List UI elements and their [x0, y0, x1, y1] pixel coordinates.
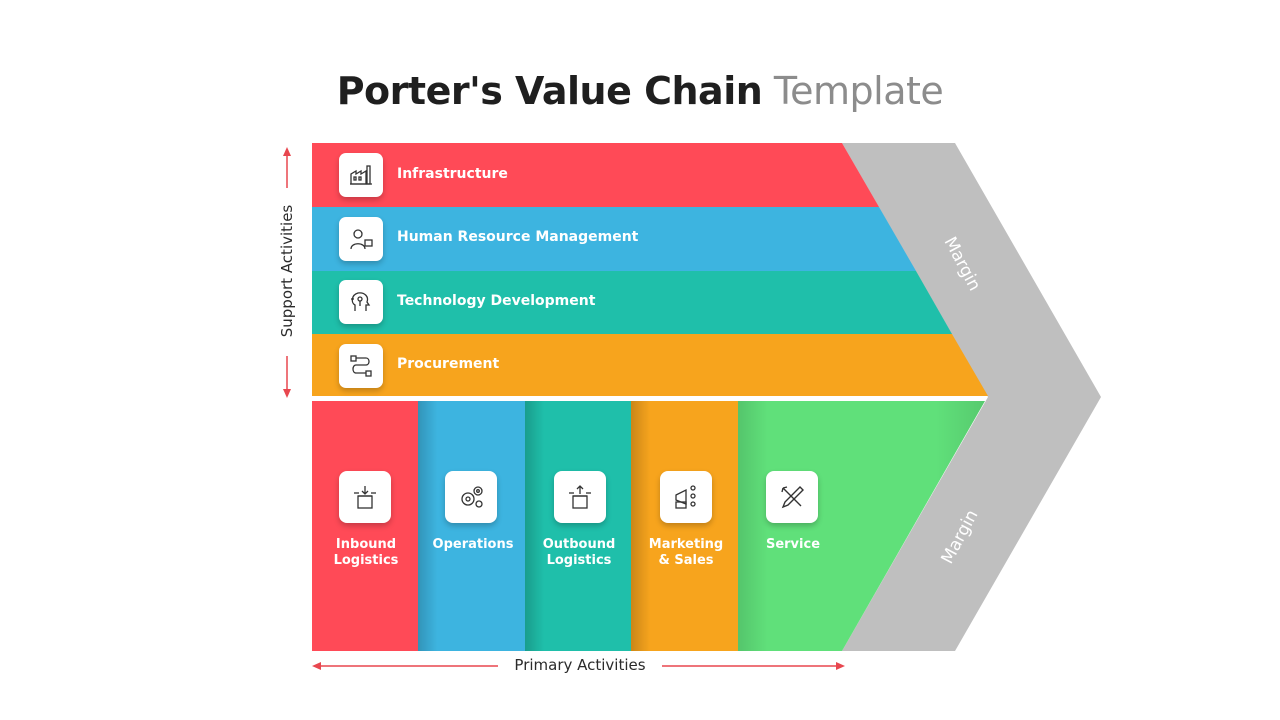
label-line: Operations — [432, 537, 514, 552]
employee-icon — [339, 217, 383, 261]
outbound-box-icon — [554, 471, 606, 523]
support-activities-label: Support Activities — [278, 204, 296, 338]
primary-activities-arrow — [312, 662, 845, 670]
support-band-procurement — [312, 334, 988, 396]
col-shadow — [525, 401, 631, 651]
circuit-head-icon — [339, 280, 383, 324]
gears-icon — [445, 471, 497, 523]
support-label-procurement: Procurement — [397, 356, 500, 372]
inbound-box-icon — [339, 471, 391, 523]
support-label-infrastructure: Infrastructure — [397, 166, 508, 182]
megaphone-icon — [660, 471, 712, 523]
primary-label-service: Service — [745, 537, 841, 553]
support-band-infrastructure — [312, 143, 879, 207]
label-line: Inbound — [335, 537, 397, 552]
title-bold: Porter's Value Chain — [336, 69, 763, 113]
label-line: Logistics — [333, 553, 399, 568]
primary-label-outbound: Outbound Logistics — [531, 537, 627, 569]
label-line: & Sales — [658, 553, 714, 568]
label-line: Service — [765, 537, 821, 552]
margin-chevron — [842, 143, 1101, 651]
support-band-technology — [312, 271, 952, 334]
support-band-hrm — [312, 207, 916, 271]
primary-activities-label: Primary Activities — [514, 656, 646, 674]
col-shadow — [418, 401, 525, 651]
factory-icon — [339, 153, 383, 197]
support-activities-arrow — [283, 147, 291, 398]
title-light: Template — [773, 69, 944, 113]
support-label-hrm: Human Resource Management — [397, 229, 639, 245]
primary-label-inbound: Inbound Logistics — [318, 537, 414, 569]
col-shadow — [738, 401, 985, 651]
flow-process-icon — [339, 344, 383, 388]
col-shadow — [631, 401, 738, 651]
label-line: Marketing — [648, 537, 724, 552]
support-label-technology: Technology Development — [397, 293, 596, 309]
tools-icon — [766, 471, 818, 523]
label-line: Logistics — [546, 553, 612, 568]
primary-label-operations: Operations — [425, 537, 521, 553]
page-title: Porter's Value Chain Template — [0, 66, 1280, 116]
primary-col-inbound — [312, 401, 418, 651]
label-line: Outbound — [542, 537, 616, 552]
primary-label-marketing: Marketing & Sales — [638, 537, 734, 569]
